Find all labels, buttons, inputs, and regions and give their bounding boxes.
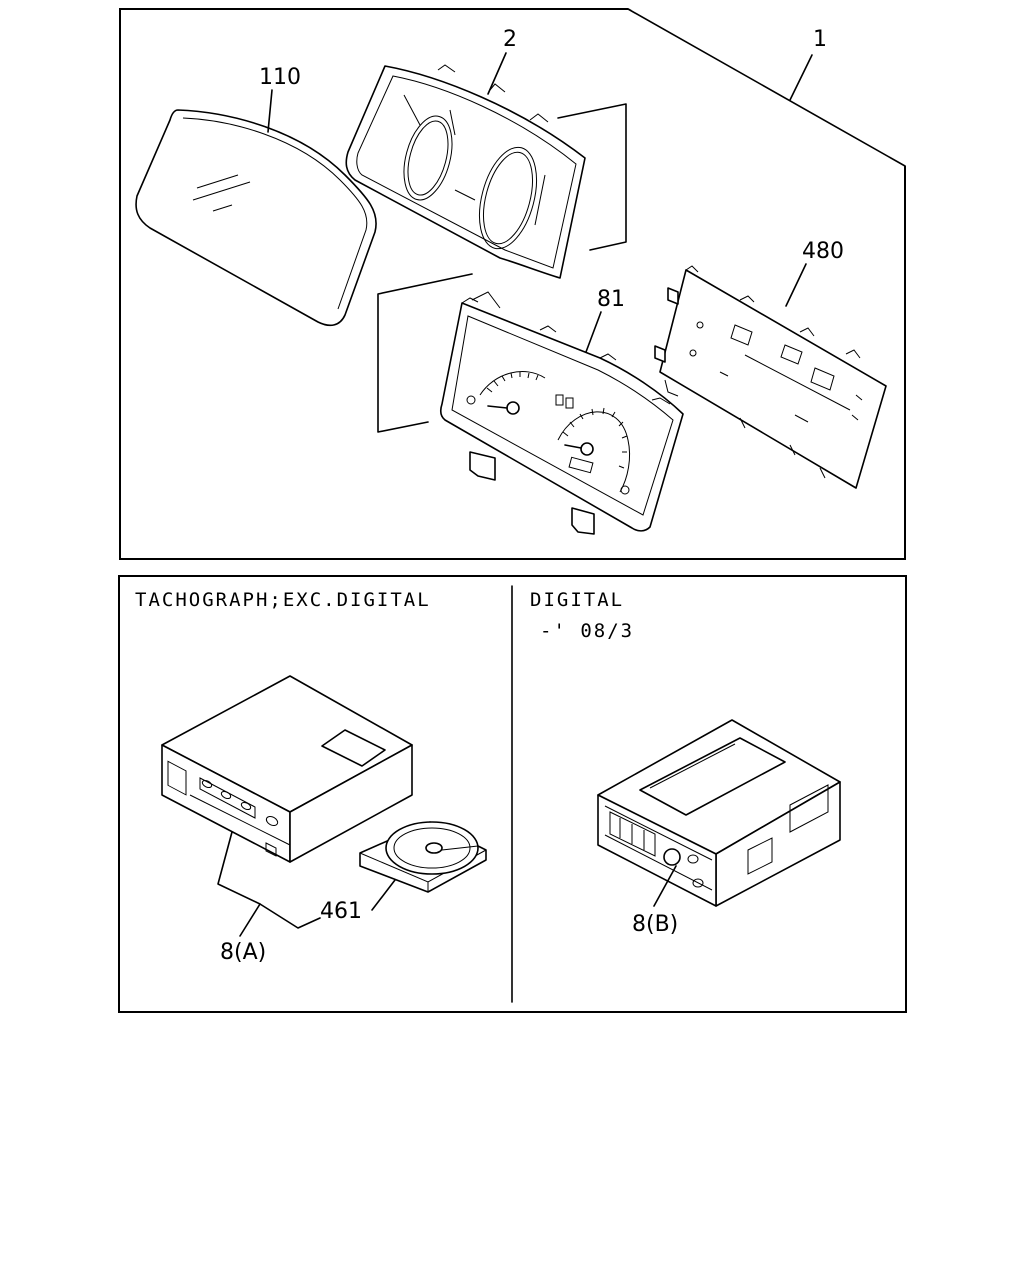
dial-group-bracket bbox=[377, 273, 473, 433]
digital-section-heading: DIGITAL bbox=[530, 589, 624, 611]
analog-section-heading: TACHOGRAPH;EXC.DIGITAL bbox=[135, 589, 431, 611]
analog-unit-leader bbox=[239, 903, 261, 937]
circuit-board-part bbox=[654, 265, 887, 489]
digital-tachograph-unit bbox=[597, 719, 841, 907]
assembly-leader bbox=[789, 54, 813, 101]
bezel-part bbox=[345, 64, 586, 279]
dial-leader bbox=[585, 311, 602, 353]
lens-callout: 110 bbox=[259, 65, 301, 90]
bezel-group-bracket bbox=[557, 103, 627, 251]
board-leader bbox=[785, 263, 807, 307]
digital-date-note: -' 08/3 bbox=[540, 620, 634, 642]
bezel-callout: 2 bbox=[503, 27, 517, 52]
assembly-callout: 1 bbox=[813, 27, 827, 52]
chart-disc-part bbox=[359, 821, 487, 893]
lens-part bbox=[135, 109, 377, 327]
dial-plate-part bbox=[439, 291, 684, 535]
panel-corner-line bbox=[627, 8, 906, 167]
board-callout: 480 bbox=[802, 239, 844, 264]
disc-leader bbox=[371, 879, 396, 911]
disc-callout: 461 bbox=[320, 899, 362, 924]
analog-unit-callout: 8(A) bbox=[220, 940, 266, 965]
bezel-leader bbox=[487, 52, 507, 95]
lens-leader bbox=[267, 89, 273, 133]
digital-unit-callout: 8(B) bbox=[632, 912, 678, 937]
dial-callout: 81 bbox=[597, 287, 625, 312]
tachograph-panel-frame bbox=[118, 575, 907, 1013]
digital-unit-leader bbox=[653, 865, 677, 907]
analog-tachograph-unit bbox=[161, 675, 413, 863]
